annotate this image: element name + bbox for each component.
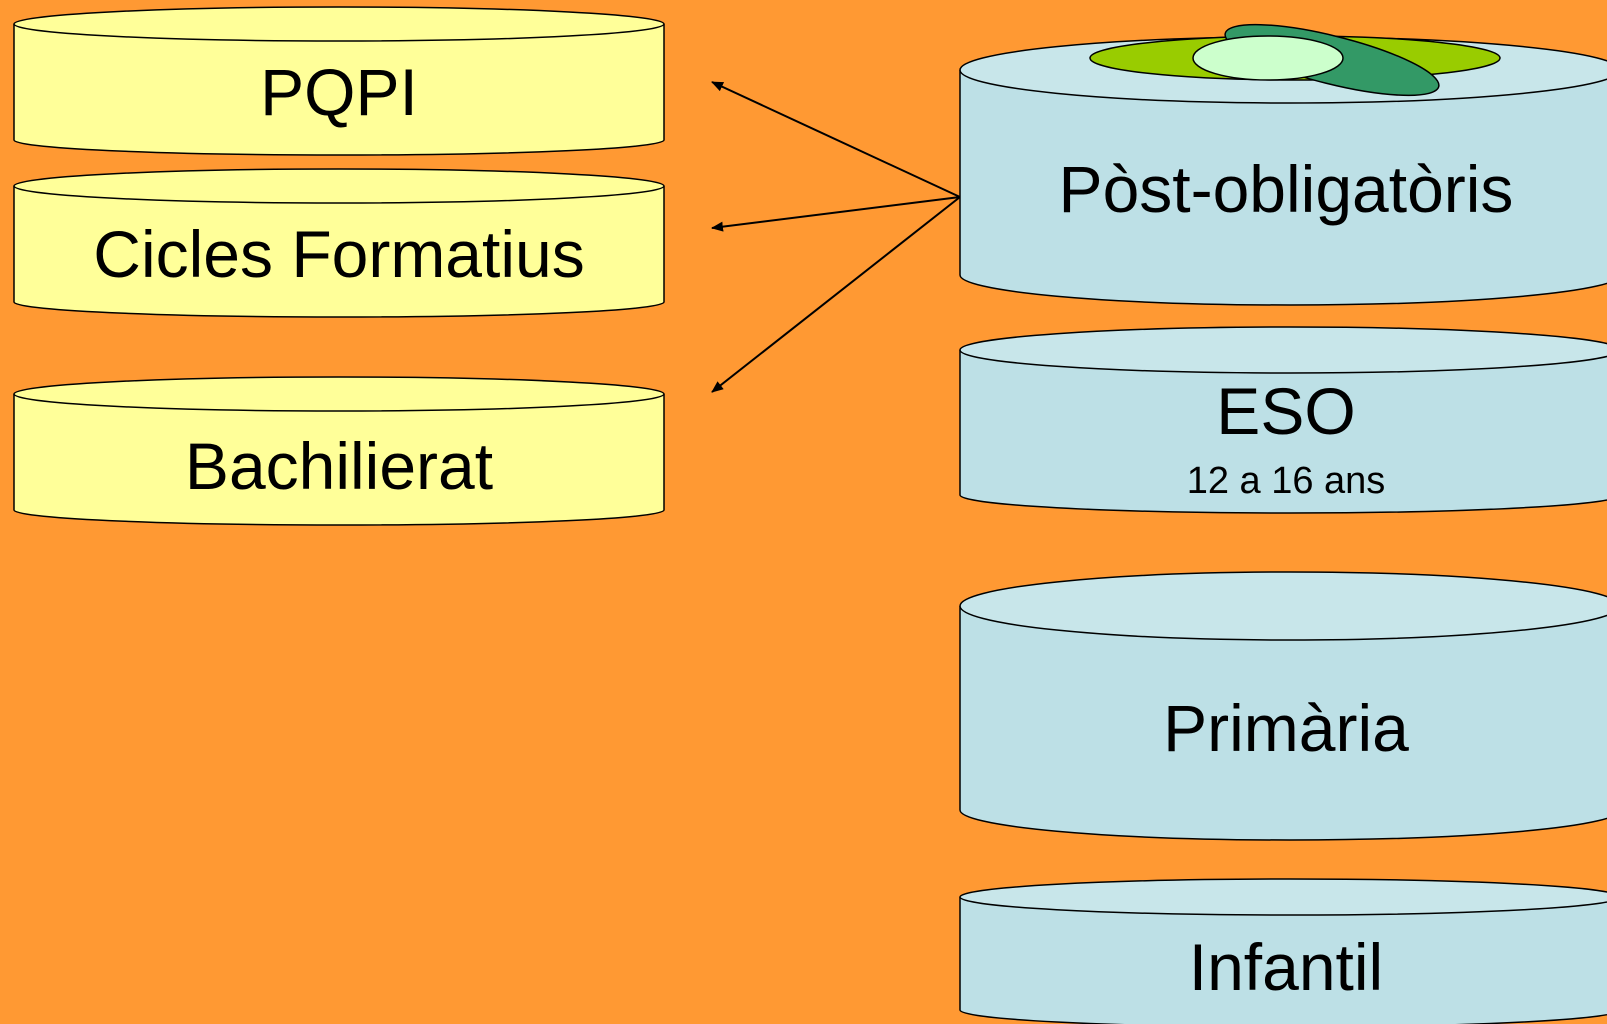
stacked-discs-icon	[1089, 23, 1501, 97]
arrow-to-pqpi	[711, 81, 961, 198]
sublabel-eso-age-range: 12 a 16 ans	[1187, 460, 1386, 502]
arrow-to-cicles-formatius	[711, 196, 961, 232]
label-post-obligatoris: Pòst-obligatòris	[1059, 152, 1514, 226]
cylinder-post-obligatoris: Pòst-obligatòris	[959, 23, 1607, 306]
label-primaria: Primària	[1163, 691, 1409, 765]
arrow-to-bachilierat	[711, 196, 961, 393]
cylinder-bachilierat: Bachilierat	[13, 376, 665, 526]
cylinder-eso: ESO 12 a 16 ans	[959, 326, 1607, 514]
label-bachilierat: Bachilierat	[185, 429, 493, 503]
cylinder-pqpi: PQPI	[13, 6, 665, 156]
cylinder-primaria: Primària	[959, 571, 1607, 841]
cylinder-infantil: Infantil	[959, 878, 1607, 1024]
cylinder-cicles-formatius: Cicles Formatius	[13, 168, 665, 318]
label-eso: ESO	[1216, 374, 1355, 448]
label-pqpi: PQPI	[260, 55, 418, 129]
label-infantil: Infantil	[1189, 930, 1383, 1004]
label-cicles-formatius: Cicles Formatius	[93, 217, 584, 291]
arrows	[711, 81, 961, 393]
